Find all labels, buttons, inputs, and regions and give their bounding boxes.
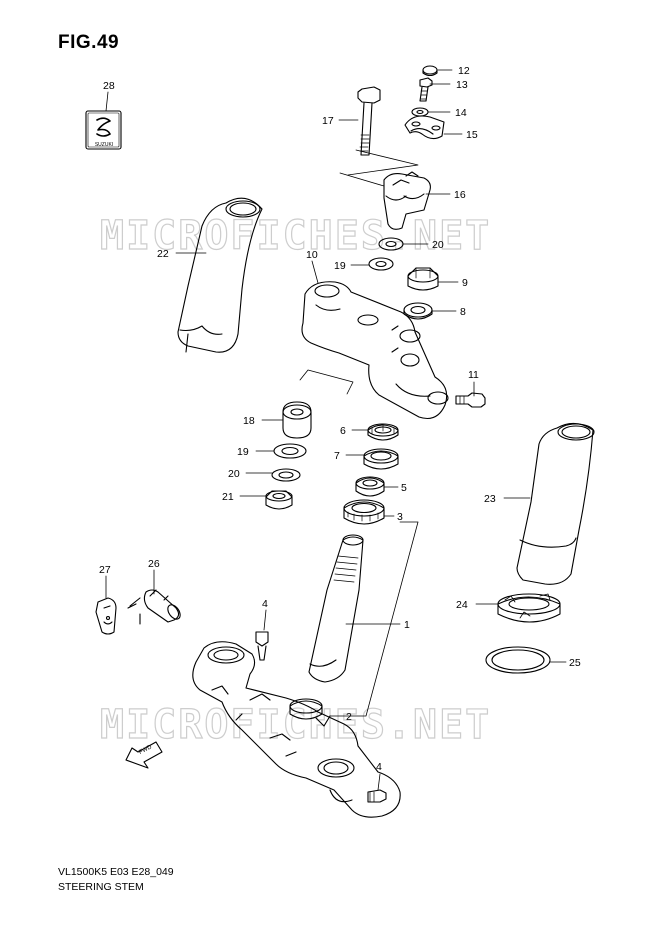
callout-8[interactable]: 8 — [460, 306, 466, 318]
callout-5[interactable]: 5 — [401, 482, 407, 494]
callout-10[interactable]: 10 — [306, 249, 318, 261]
part-19-washer-upper[interactable] — [368, 257, 394, 271]
callout-24[interactable]: 24 — [456, 599, 468, 611]
part-16-holder-lower[interactable] — [383, 171, 431, 230]
part-24-lock-nut[interactable] — [497, 593, 561, 623]
callout-2[interactable]: 2 — [346, 711, 352, 723]
callout-6[interactable]: 6 — [340, 425, 346, 437]
part-28-emblem[interactable]: SUZUKI — [85, 110, 122, 150]
callout-25[interactable]: 25 — [569, 657, 581, 669]
part-9-cap-nut[interactable] — [407, 267, 439, 291]
callout-20-upper[interactable]: 20 — [432, 239, 444, 251]
break-line-upper — [347, 149, 419, 176]
callout-labels: 28 17 12 13 14 15 16 20 19 10 9 8 11 18 … — [99, 65, 581, 773]
leader-lines — [105, 69, 567, 791]
callout-3[interactable]: 3 — [397, 511, 403, 523]
part-7-dust-seal[interactable] — [363, 448, 399, 470]
part-12-cap[interactable] — [422, 65, 438, 77]
callout-4-lower[interactable]: 4 — [376, 761, 382, 773]
callout-14[interactable]: 14 — [455, 107, 467, 119]
part-18-collar[interactable] — [282, 401, 312, 439]
callout-26[interactable]: 26 — [148, 558, 160, 570]
callout-11[interactable]: 11 — [468, 369, 479, 381]
callout-22[interactable]: 22 — [157, 248, 169, 260]
footer-code: VL1500K5 E03 E28_049 — [58, 866, 174, 878]
break-line-mid — [339, 172, 385, 187]
part-11-bolt[interactable] — [455, 392, 486, 408]
callout-21[interactable]: 21 — [222, 491, 234, 503]
callout-15[interactable]: 15 — [466, 129, 478, 141]
callout-19-upper[interactable]: 19 — [334, 260, 346, 272]
callout-19-lower[interactable]: 19 — [237, 446, 249, 458]
callout-9[interactable]: 9 — [462, 277, 468, 289]
callout-16[interactable]: 16 — [454, 189, 466, 201]
figure-title: FIG.49 — [58, 32, 120, 53]
part-6-steering-nut[interactable] — [367, 423, 399, 441]
part-13-screw[interactable] — [419, 77, 433, 102]
part-10-upper-bracket[interactable] — [301, 281, 449, 420]
callout-28[interactable]: 28 — [103, 80, 115, 92]
callout-27[interactable]: 27 — [99, 564, 111, 576]
fwd-arrow-icon: FWD — [125, 741, 163, 769]
callout-1[interactable]: 1 — [404, 619, 410, 631]
part-4-bolt-upper[interactable] — [255, 631, 269, 661]
callout-7[interactable]: 7 — [334, 450, 340, 462]
part-15-holder-upper[interactable] — [404, 115, 445, 140]
part-26-steering-lock[interactable] — [127, 589, 183, 625]
part-1-steering-stem[interactable] — [308, 534, 364, 683]
part-17-bolt[interactable] — [357, 86, 381, 156]
callout-20-lower[interactable]: 20 — [228, 468, 240, 480]
suzuki-badge-text: SUZUKI — [95, 142, 113, 148]
footer-name: STEERING STEM — [58, 881, 144, 893]
part-20-washer-upper[interactable] — [378, 237, 404, 251]
part-25-washer[interactable] — [485, 646, 551, 674]
part-20-washer-lower[interactable] — [271, 468, 301, 482]
watermark-top: MICROFICHES.NET — [99, 212, 492, 259]
fwd-label: FWD — [138, 744, 153, 756]
watermark-bottom: MICROFICHES.NET — [99, 701, 492, 748]
break-line-lower — [299, 369, 354, 395]
lower-bracket — [192, 641, 401, 818]
part-23-fork-cover-right[interactable] — [516, 422, 595, 585]
part-5-bearing-race[interactable] — [355, 476, 385, 497]
part-19-washer-lower[interactable] — [273, 443, 307, 459]
part-22-fork-cover-left[interactable] — [177, 197, 263, 353]
part-21-nut[interactable] — [265, 490, 293, 510]
part-4-bolt-lower[interactable] — [367, 789, 387, 803]
part-27-clip[interactable] — [95, 597, 117, 635]
callout-18[interactable]: 18 — [243, 415, 255, 427]
callout-12[interactable]: 12 — [458, 65, 470, 77]
callout-4-upper[interactable]: 4 — [262, 598, 268, 610]
part-3-bearing[interactable] — [343, 499, 385, 525]
part-14-washer[interactable] — [411, 107, 429, 117]
callout-23[interactable]: 23 — [484, 493, 496, 505]
callout-17[interactable]: 17 — [322, 115, 334, 127]
part-2-lower-bearing[interactable] — [289, 698, 331, 727]
callout-13[interactable]: 13 — [456, 79, 468, 91]
